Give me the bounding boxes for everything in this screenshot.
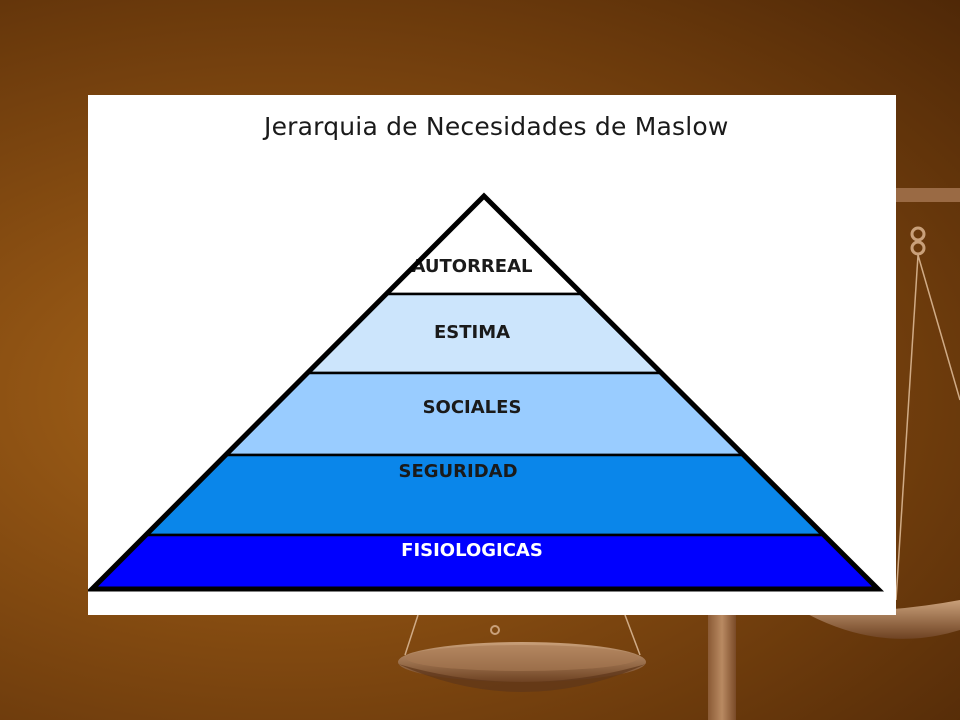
scale-beam: [890, 188, 960, 202]
scale-pan-right: [800, 600, 960, 639]
scale-ring: [490, 625, 500, 635]
scale-ring: [910, 226, 926, 242]
scale-chain: [624, 614, 641, 656]
diagram-card: AUTORREAL ESTIMA SOCIALES SEGURIDAD FISIOLOG…: [88, 95, 896, 615]
scale-post: [708, 615, 736, 720]
pyramid-label-estima: ESTIMA: [434, 322, 510, 343]
pyramid-level-autorreal: [382, 194, 586, 296]
scale-chain: [404, 614, 419, 656]
scale-ring: [910, 240, 926, 256]
scale-chain: [917, 254, 960, 401]
pyramid-label-sociales: SOCIALES: [423, 397, 522, 418]
pyramid-label-autorreal: AUTORREAL: [412, 256, 533, 277]
page-title: Jerarquia de Necesidades de Maslow: [264, 112, 729, 141]
pyramid-label-fisiologicas: FISIOLOGICAS: [401, 540, 543, 561]
pyramid-outline: [88, 192, 885, 592]
scale-chain: [895, 254, 919, 601]
pyramid-label-seguridad: SEGURIDAD: [398, 461, 517, 482]
maslow-pyramid: AUTORREAL ESTIMA SOCIALES SEGURIDAD FISIOLOG…: [88, 192, 885, 592]
